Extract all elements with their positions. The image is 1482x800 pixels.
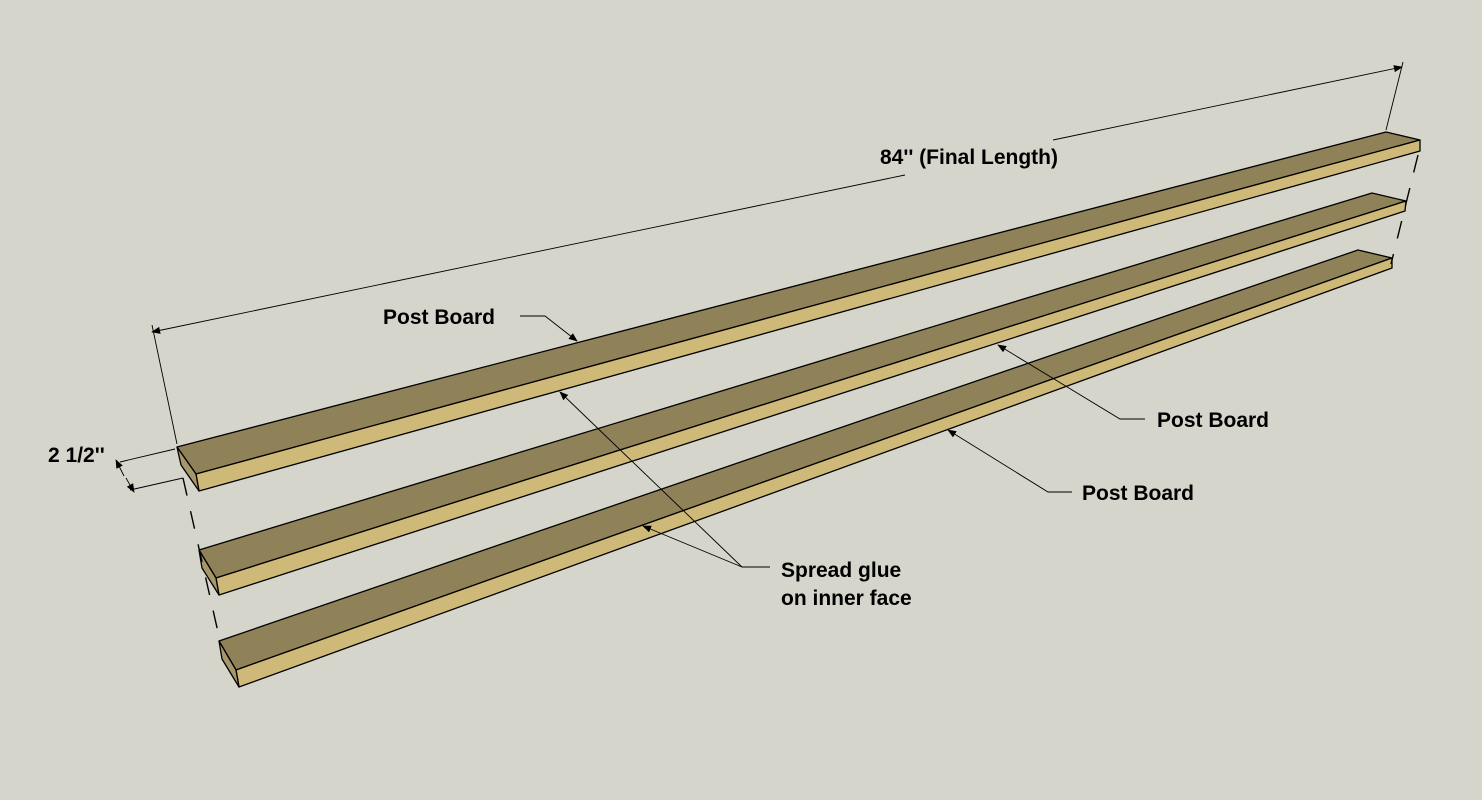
leader-line xyxy=(947,429,1072,493)
leader-line xyxy=(520,315,578,342)
alignment-dashed-lines xyxy=(182,154,1419,633)
board-end-face xyxy=(198,549,220,596)
callout-post-board-bottom: Post Board xyxy=(947,429,1194,505)
dimension-line-left xyxy=(151,174,906,334)
board-end-face xyxy=(218,640,240,688)
post-board-middle xyxy=(198,192,1407,596)
post-board-top xyxy=(176,131,1421,492)
post-board-label-middle: Post Board xyxy=(1157,409,1269,432)
length-dimension: 84'' (Final Length) xyxy=(151,61,1404,445)
width-dimension-label: 2 1/2'' xyxy=(48,444,105,467)
extension-line-right xyxy=(1385,61,1404,131)
left-alignment-line xyxy=(182,477,219,633)
post-board-label-bottom: Post Board xyxy=(1082,482,1194,505)
leader-line xyxy=(997,344,1145,420)
width-extension-bottom xyxy=(129,477,184,491)
extension-line-left xyxy=(151,324,178,445)
width-arrow-bottom xyxy=(125,477,135,493)
glue-label-line1: Spread glue xyxy=(781,559,901,582)
width-extension-top xyxy=(119,448,176,463)
glue-label-line2: on inner face xyxy=(781,587,912,610)
glue-leader-lower xyxy=(642,525,743,568)
length-dimension-label: 84'' (Final Length) xyxy=(880,146,1058,169)
callout-spread-glue: Spread glue on inner face xyxy=(559,391,912,610)
post-board-label-top: Post Board xyxy=(383,306,495,329)
board-end-face xyxy=(176,446,200,492)
board-top-face xyxy=(198,192,1407,579)
dimension-line-right xyxy=(1052,65,1403,141)
callout-post-board-top: Post Board xyxy=(383,306,578,342)
width-dimension: 2 1/2'' xyxy=(48,444,184,493)
callout-post-board-middle: Post Board xyxy=(997,344,1269,432)
width-arrow-top xyxy=(115,459,125,477)
